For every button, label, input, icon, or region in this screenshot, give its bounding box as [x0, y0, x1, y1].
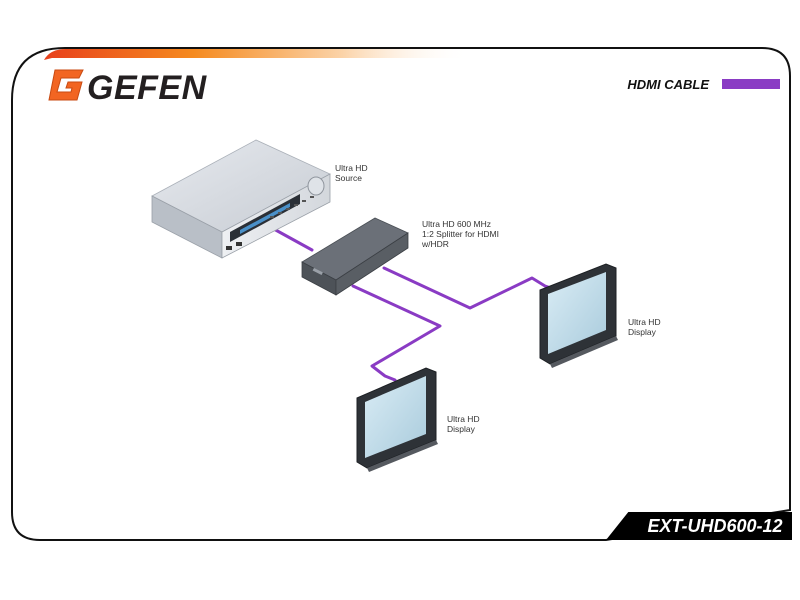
- model-tab: [606, 512, 792, 540]
- legend-swatch: [722, 79, 780, 89]
- source-device-icon: [151, 139, 331, 259]
- source-label: Ultra HD Source: [335, 163, 368, 183]
- display-right-icon: [539, 263, 618, 368]
- splitter-label: Ultra HD 600 MHz 1:2 Splitter for HDMI w…: [422, 219, 499, 249]
- brand-logo-text: GEFEN: [87, 69, 207, 107]
- display-right-label: Ultra HD Display: [628, 317, 661, 337]
- page-frame: [11, 47, 791, 541]
- splitter-device-icon: [301, 217, 409, 296]
- display-bottom-icon: [356, 367, 438, 472]
- model-number: EXT-UHD600-12: [647, 516, 783, 536]
- logo-g-icon: [48, 69, 84, 101]
- cable-source-to-splitter: [270, 226, 314, 252]
- legend-label: HDMI CABLE: [627, 77, 709, 92]
- display-bottom-label: Ultra HD Display: [447, 414, 480, 434]
- cable-splitter-to-bottom-display: [351, 284, 442, 382]
